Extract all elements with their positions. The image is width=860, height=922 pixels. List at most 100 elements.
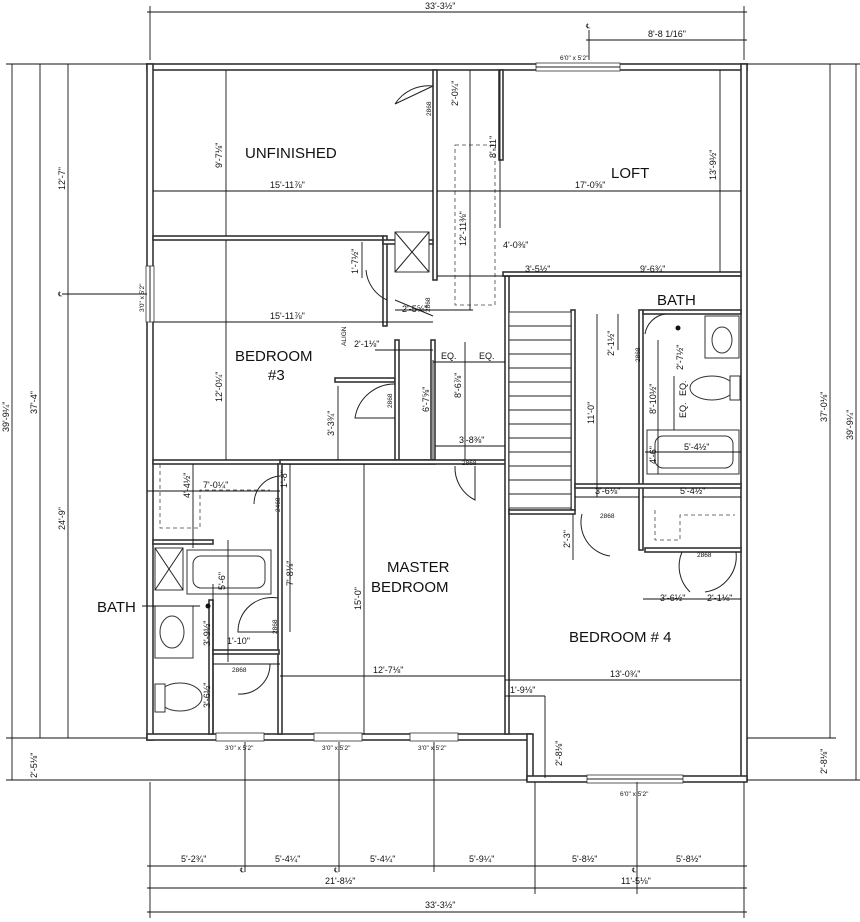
dim-eq4: EQ. (678, 402, 688, 418)
interior-walls (152, 69, 742, 735)
dim-4-6: 4'-6" (648, 446, 658, 464)
doors (237, 85, 737, 695)
dim-3-6c: 3'-6½" (202, 683, 212, 708)
bottom-segment-dims: 5'-2¾" 5'-4¼" 5'-4¼" 5'-9¼" 5'-8½" 5'-8½… (181, 854, 701, 864)
dim-5-6: 5'-6" (217, 572, 227, 590)
dim-top-total: 33'-3½" (425, 1, 455, 11)
dim-1-7: 1'-7½" (350, 249, 360, 274)
dim-9-6: 9'-6¾" (640, 264, 665, 274)
room-bath-upper: BATH (657, 292, 696, 309)
bath-marker (675, 325, 681, 331)
window-label: 3'0" x 5'2" (322, 745, 351, 752)
interior-dimensions: 15'-11⅞" 9'-7⅛" 17'-0⅝" 13'-9½" 2'-0¼" 8… (182, 81, 732, 766)
dim-unfinished-h: 9'-7⅛" (214, 143, 224, 168)
windows (145, 62, 684, 784)
dim-3-5: 3'-5½" (525, 264, 550, 274)
window-label: 6'0" x 5'2" (620, 791, 649, 798)
dim-segment: 5'-2¾" (181, 854, 206, 864)
window-label: 3'0" x 5'2" (225, 745, 254, 752)
align-label: ALIGN (341, 326, 348, 346)
dim-2-0: 2'-0¼" (450, 81, 460, 106)
dim-2-1b: 2'-1½" (606, 331, 616, 356)
small-labels: 6'0" x 5'2" 3'0" x 5'2" 3'0" x 5'2" 3'0"… (57, 23, 712, 874)
dim-left-lower: 24'-9" (57, 507, 67, 530)
dim-2-1c: 2'-1⅛" (707, 593, 732, 603)
dim-7-0: 7'-0¼" (203, 480, 228, 490)
room-labels: UNFINISHED LOFT BEDROOM #3 BATH BATH MAS… (97, 145, 696, 646)
room-master-line2: BEDROOM (371, 579, 449, 596)
window-label: 3'0" x 5'2" (139, 283, 146, 312)
dim-left-bottom: 2'-5⅛" (29, 753, 39, 778)
dim-3-6b: 3'-6½" (660, 593, 685, 603)
dim-1-10: 1'-10" (227, 636, 250, 646)
dim-bed3-h: 12'-0¼" (214, 372, 224, 402)
room-bedroom3-line1: BEDROOM (235, 348, 313, 365)
dim-unfinished-w: 15'-11⅞" (270, 180, 305, 190)
dim-11-0: 11'-0" (586, 402, 596, 424)
dim-loft-h: 13'-9½" (708, 150, 718, 180)
dim-8-6: 8'-6⅞" (453, 373, 463, 398)
dim-8-11: 8'-11" (488, 136, 498, 158)
dim-2-3: 2'-3" (562, 530, 572, 548)
dim-bottom-total: 33'-3½" (425, 900, 455, 910)
dim-4-4: 4'-4½" (182, 473, 192, 498)
dim-segment: 5'-8½" (676, 854, 701, 864)
centerline-symbol: ℄ (585, 23, 591, 30)
dim-2-5: 2'-5⅝" (402, 304, 427, 314)
dim-segment: 5'-4¼" (275, 854, 300, 864)
dim-bed4-w: 13'-0¾" (610, 669, 640, 679)
dim-bottom-left: 21'-8½" (325, 876, 355, 886)
dim-3-9: 3'-9½" (202, 621, 212, 646)
dim-eq2: EQ. (479, 351, 495, 361)
window-label: 6'0" x 5'2" (560, 55, 589, 62)
dim-top-right: 8'-8 1/16" (648, 29, 686, 39)
exterior-walls (146, 63, 748, 783)
door-label: 2868 (272, 619, 279, 634)
dim-12-11: 12'-11⅜" (458, 211, 468, 246)
dim-6-7: 6'-7⅝" (421, 387, 431, 412)
door-label: 2868 (426, 101, 433, 116)
dim-eq1: EQ. (441, 351, 457, 361)
dim-2-8: 2'-8⅛" (554, 741, 564, 766)
dim-left-upper: 12'-7" (57, 167, 67, 190)
room-bedroom3-line2: #3 (268, 367, 285, 384)
centerline-symbol: ℄ (57, 291, 63, 298)
dim-8-10: 8'-10½" (648, 384, 658, 414)
door-label: 2868 (462, 460, 477, 467)
door-label: 2468 (275, 497, 282, 512)
dim-3-6: 3'-6⅛" (595, 486, 620, 496)
centerline-symbol: ℄ (333, 867, 339, 874)
overall-dimensions: 33'-3½" 8'-8 1/16" 33'-3½" 21'-8½" 11'-5… (1, 1, 855, 910)
dim-right-bottom: 2'-8⅛" (819, 749, 829, 774)
dim-right-outer: 39'-9¼" (845, 410, 855, 440)
dim-left-mid: 37'-4" (29, 391, 39, 414)
dim-segment: 5'-8½" (572, 854, 597, 864)
dim-1-8: 1'-8" (279, 470, 289, 488)
door-label: 2868 (425, 297, 432, 312)
door-label: 2868 (387, 393, 394, 408)
dim-1-9: 1'-9⅛" (510, 685, 535, 695)
door-label: 2868 (635, 347, 642, 362)
dim-left-outer: 39'-9¼" (1, 402, 11, 432)
dim-eq3: EQ. (678, 380, 688, 396)
room-loft: LOFT (611, 165, 649, 182)
dim-5-4b: 5'-4½" (680, 486, 705, 496)
dim-segment: 5'-4¼" (370, 854, 395, 864)
room-unfinished: UNFINISHED (245, 145, 337, 162)
dim-7-8: 7'-8⅛" (285, 561, 295, 586)
dim-bed3-w: 15'-11⅞" (270, 311, 305, 321)
dimension-lines (6, 6, 860, 918)
dim-bottom-right: 11'-5⅛" (621, 876, 651, 886)
room-bedroom4: BEDROOM # 4 (569, 629, 672, 646)
dim-3-8: 3'-8⅜" (459, 435, 484, 445)
window-label: 3'0" x 5'2" (418, 745, 447, 752)
dim-master-h: 15'-0" (353, 587, 363, 610)
stairs (508, 311, 572, 509)
dim-master-w: 12'-7⅛" (373, 665, 403, 675)
centerline-symbol: ℄ (239, 867, 245, 874)
centerline-symbol: ℄ (631, 867, 637, 874)
dim-right-mid: 37'-0⅛" (819, 392, 829, 422)
dim-segment: 5'-9¼" (469, 854, 494, 864)
dim-5-4: 5'-4½" (684, 442, 709, 452)
